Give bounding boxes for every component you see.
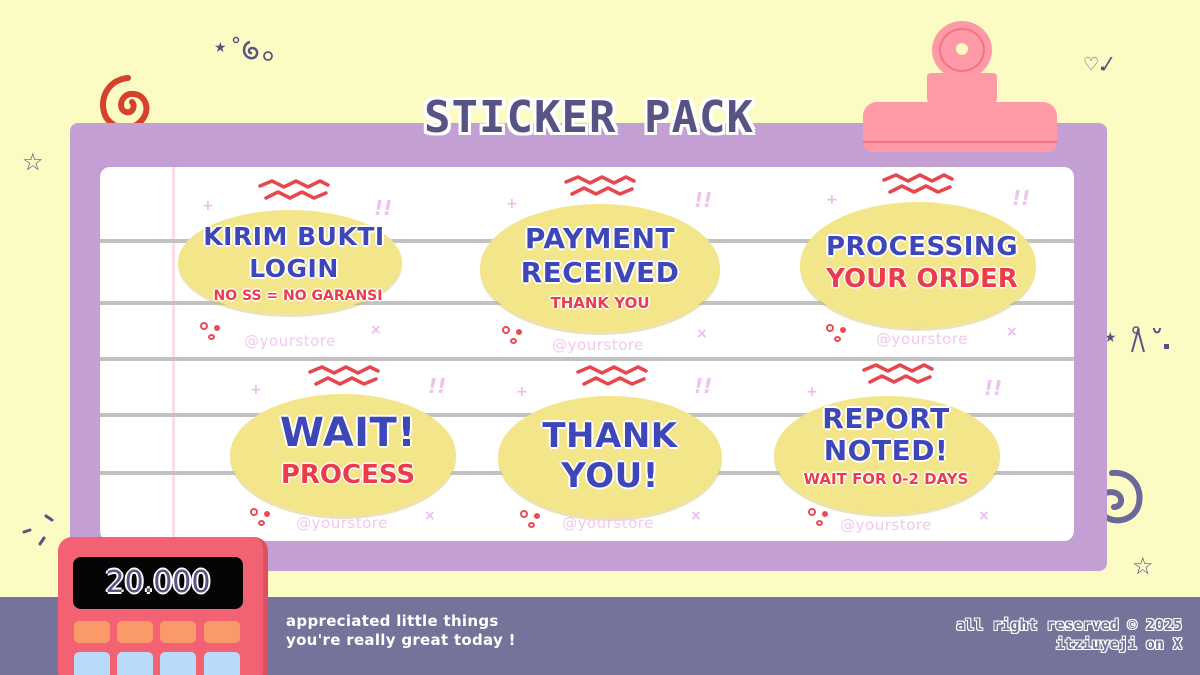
plus-icon: + — [506, 196, 518, 212]
dots-icon — [250, 508, 276, 530]
star-outline-icon: ☆ — [1132, 552, 1154, 580]
dots-icon — [200, 322, 226, 344]
dots-icon — [808, 508, 834, 530]
exclaim-icon: !! — [374, 196, 393, 220]
small-spiral-icon — [232, 36, 273, 61]
calculator-key — [74, 652, 110, 675]
plus-icon: + — [806, 384, 818, 400]
dots-icon — [502, 326, 528, 348]
calculator-display: 20.000 — [73, 557, 243, 609]
sticker-title-line2: LOGIN — [249, 254, 339, 283]
store-handle: @yourstore — [552, 336, 644, 354]
author-credit: itziuyeji on X — [1055, 635, 1182, 653]
calculator-key — [117, 621, 153, 643]
sticker-blob — [480, 204, 720, 332]
clip-hole — [956, 43, 968, 55]
sticker-blob — [178, 210, 402, 314]
sticker-subtitle: NO SS = NO GARANSI — [213, 288, 383, 304]
sticker-title-line2: RECEIVED — [520, 256, 680, 289]
sticker-payment-received[interactable]: + !! PAYMENT RECEIVED THANK YOU @yoursto… — [470, 170, 730, 360]
sticker-blob — [230, 394, 456, 516]
sticker-title-line1: KIRIM BUKTI — [203, 222, 385, 251]
binder-clip-top — [932, 21, 992, 79]
sticker-kirim-bukti[interactable]: + !! KIRIM BUKTI LOGIN NO SS = NO GARANS… — [172, 172, 432, 362]
sticker-wait-process[interactable]: + !! WAIT! PROCESS @yourstore × — [222, 360, 482, 550]
exclaim-icon: !! — [694, 374, 713, 398]
dash-doodle-icon — [22, 514, 54, 546]
sparkle-doodle-icon — [1131, 326, 1169, 353]
dots-icon — [520, 510, 546, 532]
cross-icon: × — [696, 326, 708, 342]
calculator-key — [74, 621, 110, 643]
sticker-thank-you[interactable]: + !! THANK YOU! @yourstore × — [490, 360, 750, 550]
exclaim-icon: !! — [1012, 186, 1031, 210]
sticker-blob — [774, 396, 1000, 514]
star-outline-icon: ☆ — [22, 148, 44, 176]
clip-ring — [939, 28, 985, 72]
exclaim-icon: !! — [694, 188, 713, 212]
sticker-subtitle: THANK YOU — [550, 294, 650, 312]
calculator: 20.000 — [58, 537, 268, 675]
sticker-title-line1: PROCESSING — [825, 232, 1019, 262]
plus-icon: + — [516, 384, 528, 400]
calculator-key — [160, 652, 196, 675]
tagline-line1: appreciated little things — [286, 612, 499, 630]
sticker-title-line2: NOTED! — [823, 434, 949, 467]
store-handle: @yourstore — [296, 514, 388, 532]
store-handle: @yourstore — [244, 332, 336, 350]
sticker-processing-order[interactable]: + !! PROCESSING YOUR ORDER @yourstore × — [792, 168, 1052, 358]
paper-margin-line — [172, 167, 175, 541]
sticker-title-line1: PAYMENT — [524, 222, 676, 255]
sticker-subtitle: WAIT FOR 0-2 DAYS — [803, 470, 969, 488]
zigzag-icon — [862, 363, 934, 384]
cross-icon: × — [424, 508, 436, 524]
store-handle: @yourstore — [562, 514, 654, 532]
zigzag-icon — [882, 173, 954, 194]
sticker-report-noted[interactable]: + !! REPORT NOTED! WAIT FOR 0-2 DAYS @yo… — [772, 356, 1032, 546]
heart-icon: ♡.⁄ — [1083, 54, 1109, 75]
sticker-title-line1: WAIT! — [279, 410, 417, 456]
plus-icon: + — [250, 382, 262, 398]
sticker-title-line1: REPORT — [822, 402, 950, 435]
store-handle: @yourstore — [876, 330, 968, 348]
red-spiral-icon — [100, 75, 150, 131]
zigzag-icon — [576, 365, 648, 386]
plus-icon: + — [202, 198, 214, 214]
sticker-blob — [498, 396, 722, 518]
exclaim-icon: !! — [428, 374, 447, 398]
cross-icon: × — [1006, 324, 1018, 340]
sticker-blob — [800, 202, 1036, 328]
zigzag-icon — [308, 365, 380, 386]
cross-icon: × — [370, 322, 382, 338]
exclaim-icon: !! — [984, 376, 1003, 400]
star-small-icon: ★ — [1104, 330, 1117, 346]
tagline-line2: you're really great today ! — [286, 631, 516, 649]
footer-credits: all right reserved © 2025 itziuyeji on X — [956, 616, 1182, 654]
plus-icon: + — [826, 192, 838, 208]
paper-rule — [100, 357, 1074, 361]
store-handle: @yourstore — [840, 516, 932, 534]
binder-clip-base — [863, 102, 1057, 152]
zigzag-icon — [564, 175, 636, 196]
page-title: STICKER PACK — [424, 92, 754, 143]
sticker-subtitle: PROCESS — [280, 460, 416, 490]
sticker-subtitle: YOUR ORDER — [826, 264, 1018, 294]
sticker-title-line2: YOU! — [561, 456, 659, 496]
calculator-key — [204, 621, 240, 643]
star-small-icon: ★ — [214, 40, 227, 56]
calculator-key — [117, 652, 153, 675]
zigzag-icon — [258, 179, 330, 200]
calculator-key — [160, 621, 196, 643]
copyright-text: all right reserved © 2025 — [956, 616, 1182, 634]
dots-icon — [826, 324, 852, 346]
cross-icon: × — [690, 508, 702, 524]
calculator-key — [204, 652, 240, 675]
sticker-title-line1: THANK — [542, 416, 678, 456]
footer-tagline: appreciated little things you're really … — [286, 612, 516, 650]
clip-line — [863, 141, 1057, 143]
cross-icon: × — [978, 508, 990, 524]
